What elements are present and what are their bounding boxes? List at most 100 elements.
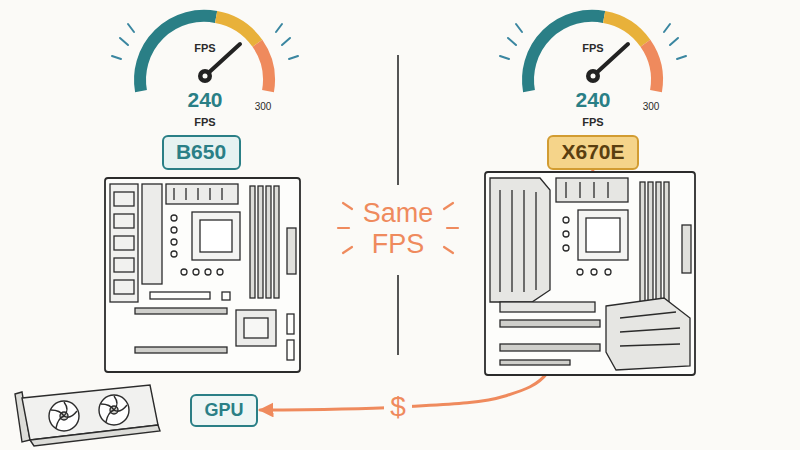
fps-gauge bbox=[203, 74, 208, 79]
emphasis-ticks bbox=[338, 227, 349, 229]
motherboard-illustration bbox=[114, 258, 134, 272]
motherboard-illustration bbox=[150, 292, 210, 299]
fps-gauge bbox=[508, 38, 516, 45]
motherboard-illustration bbox=[591, 269, 597, 275]
motherboard-illustration bbox=[114, 236, 134, 250]
motherboard-illustration bbox=[236, 310, 276, 346]
motherboard-illustration bbox=[605, 269, 611, 275]
fps-gauge bbox=[604, 17, 645, 43]
gauge-title: FPS bbox=[194, 42, 215, 55]
fps-gauge bbox=[645, 43, 657, 91]
motherboard-illustration bbox=[181, 269, 187, 275]
gpu-illustration bbox=[99, 395, 129, 425]
fps-gauge bbox=[257, 43, 269, 91]
motherboard-illustration bbox=[607, 182, 608, 198]
motherboard-illustration bbox=[593, 182, 594, 198]
motherboard-illustration bbox=[500, 302, 595, 312]
motherboard-illustration bbox=[577, 269, 583, 275]
motherboard-illustration bbox=[500, 360, 570, 365]
motherboard-illustration bbox=[287, 340, 294, 360]
emphasis-ticks bbox=[447, 227, 458, 229]
fps-unit: FPS bbox=[582, 116, 603, 129]
fps-gauge bbox=[276, 24, 282, 32]
fps-gauge bbox=[112, 24, 298, 59]
motherboard-illustration bbox=[217, 269, 223, 275]
motherboard-illustration bbox=[274, 186, 279, 298]
motherboard-illustration bbox=[500, 344, 600, 351]
motherboard-illustration bbox=[209, 188, 210, 200]
fps-gauge bbox=[140, 16, 216, 91]
fps-gauge bbox=[128, 24, 134, 32]
motherboard-illustration bbox=[266, 186, 271, 298]
divider-line bbox=[397, 55, 399, 185]
gauge-max: 300 bbox=[255, 101, 272, 113]
fps-gauge bbox=[500, 16, 686, 91]
motherboard-illustration bbox=[135, 308, 227, 314]
gpu-illustration bbox=[101, 396, 127, 422]
emphasis-ticks bbox=[343, 203, 352, 209]
motherboard-illustration bbox=[250, 186, 255, 298]
motherboard-illustration bbox=[563, 245, 569, 251]
motherboard-illustration bbox=[620, 344, 680, 346]
gauge-max: 300 bbox=[643, 101, 660, 113]
chipset-badge: B650 bbox=[162, 135, 241, 170]
motherboard-illustration bbox=[185, 188, 186, 200]
motherboard-illustration bbox=[556, 178, 628, 202]
motherboard-illustration bbox=[200, 220, 232, 252]
divider-line bbox=[397, 275, 399, 355]
motherboard-illustration bbox=[287, 314, 294, 334]
fps-gauge bbox=[282, 38, 290, 45]
motherboard-illustration bbox=[499, 190, 500, 292]
motherboard-illustration bbox=[105, 178, 300, 372]
fps-gauge bbox=[289, 56, 298, 59]
motherboard-illustration bbox=[244, 318, 268, 338]
cost-label: $ bbox=[384, 392, 412, 423]
fps-gauge bbox=[216, 17, 257, 43]
motherboard-illustration bbox=[620, 312, 676, 318]
motherboard-illustration bbox=[648, 182, 653, 302]
motherboard-illustration bbox=[620, 328, 680, 332]
badge-text: X670E bbox=[561, 140, 625, 164]
fps-gauge bbox=[198, 69, 212, 83]
motherboard-illustration bbox=[114, 280, 134, 294]
motherboard-illustration bbox=[197, 188, 198, 200]
motherboard-illustration bbox=[500, 320, 600, 327]
motherboard-illustration bbox=[135, 347, 227, 353]
gpu-illustration bbox=[49, 401, 79, 431]
badge-text: B650 bbox=[176, 140, 227, 164]
motherboard-illustration bbox=[114, 192, 134, 206]
gpu-illustration bbox=[15, 385, 160, 446]
motherboard-illustration bbox=[205, 269, 211, 275]
motherboard-illustration bbox=[563, 231, 569, 237]
motherboard-illustration bbox=[523, 190, 524, 292]
motherboard-illustration bbox=[578, 210, 628, 260]
fps-gauge bbox=[586, 69, 600, 83]
motherboard-illustration bbox=[258, 186, 263, 298]
fps-gauge bbox=[677, 56, 686, 59]
gpu-illustration bbox=[51, 402, 77, 428]
fps-gauge bbox=[120, 38, 128, 45]
motherboard-illustration bbox=[110, 184, 138, 302]
motherboard-illustration bbox=[222, 292, 230, 300]
gpu-illustration bbox=[30, 425, 160, 446]
motherboard-illustration bbox=[485, 172, 695, 375]
motherboard-illustration bbox=[682, 225, 691, 273]
motherboard-illustration bbox=[221, 188, 222, 200]
motherboard-illustration bbox=[193, 269, 199, 275]
motherboard-illustration bbox=[656, 182, 661, 302]
fps-gauge bbox=[591, 74, 596, 79]
motherboard-illustration bbox=[171, 251, 177, 257]
motherboard-illustration bbox=[171, 227, 177, 233]
motherboard-illustration bbox=[171, 215, 177, 221]
emphasis-ticks bbox=[444, 247, 453, 253]
fps-unit: FPS bbox=[194, 116, 215, 129]
gpu-badge: GPU bbox=[190, 394, 258, 427]
badge-text: GPU bbox=[204, 400, 244, 421]
fps-value: 240 bbox=[575, 88, 610, 112]
motherboard-illustration bbox=[586, 218, 620, 252]
motherboard-illustration bbox=[105, 178, 300, 372]
motherboard-illustration bbox=[606, 298, 690, 370]
fps-value: 240 bbox=[187, 88, 222, 112]
